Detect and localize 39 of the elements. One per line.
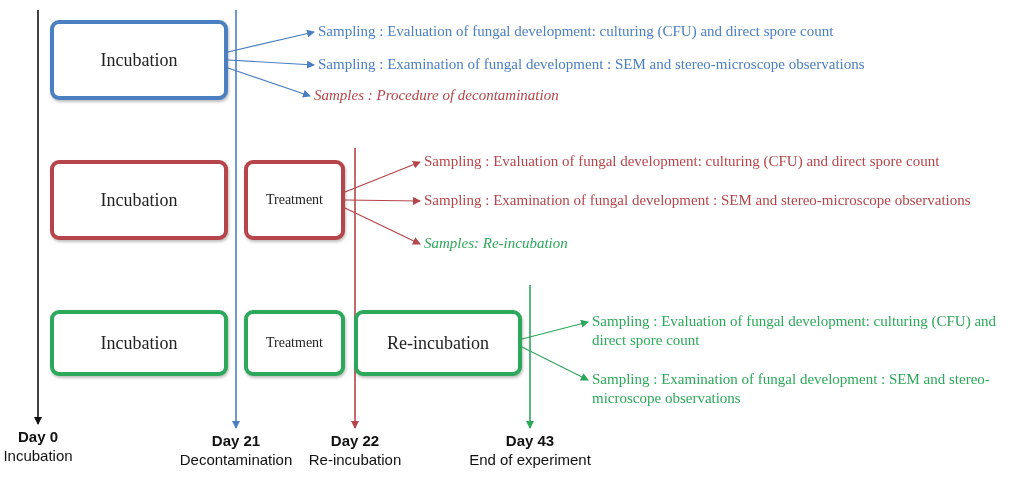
sampling-note: Sampling : Examination of fungal development : SEM and stereo-microscope observations [424, 191, 1020, 210]
arrow [344, 207, 421, 245]
phase-box [354, 310, 522, 376]
sampling-note: Samples : Procedure of decontamination [314, 86, 814, 105]
phase-name: Re-incubation [308, 450, 402, 470]
arrow [344, 196, 421, 205]
phase-name: End of experiment [469, 450, 591, 470]
phase-name: Decontamination [179, 450, 293, 470]
phase-label: Incubation [100, 189, 178, 211]
phase-label: Treatment [265, 335, 323, 351]
phase-label: Incubation [100, 49, 178, 71]
timeline-arrow [526, 284, 534, 429]
arrow [227, 59, 315, 69]
arrow [521, 319, 589, 340]
arrow [344, 160, 421, 193]
sampling-note: Sampling : Examination of fungal development : SEM and stereo-microscope observations [318, 55, 1018, 74]
arrow [521, 346, 589, 381]
phase-box [244, 160, 345, 240]
timeline-arrow [232, 9, 240, 429]
sampling-note: Sampling : Evaluation of fungal development: culturing (CFU) and direct spore count [424, 152, 1020, 171]
sampling-note: Samples: Re-incubation [424, 234, 824, 253]
sampling-note: Sampling : Evaluation of fungal development: culturing (CFU) and direct spore count [318, 22, 1018, 41]
phase-box [50, 310, 228, 376]
sampling-note: Sampling : Examination of fungal development : SEM and stereo-microscope observations [592, 370, 1012, 408]
timeline-arrow [34, 9, 42, 425]
phase-name: Incubation [3, 446, 73, 466]
sampling-note: Sampling : Evaluation of fungal development: culturing (CFU) and direct spore count [592, 312, 1012, 350]
phase-box [244, 310, 345, 376]
phase-label: Re-incubation [387, 332, 489, 354]
phase-box [50, 20, 228, 100]
phase-label: Incubation [100, 332, 178, 354]
day-label: Day 22 [330, 432, 380, 450]
phase-box [50, 160, 228, 240]
arrow [227, 67, 311, 98]
arrow [227, 29, 315, 53]
day-label: Day 43 [505, 432, 555, 450]
phase-label: Treatment [265, 192, 323, 208]
day-label: Day 21 [211, 432, 261, 450]
day-label: Day 0 [18, 428, 58, 446]
